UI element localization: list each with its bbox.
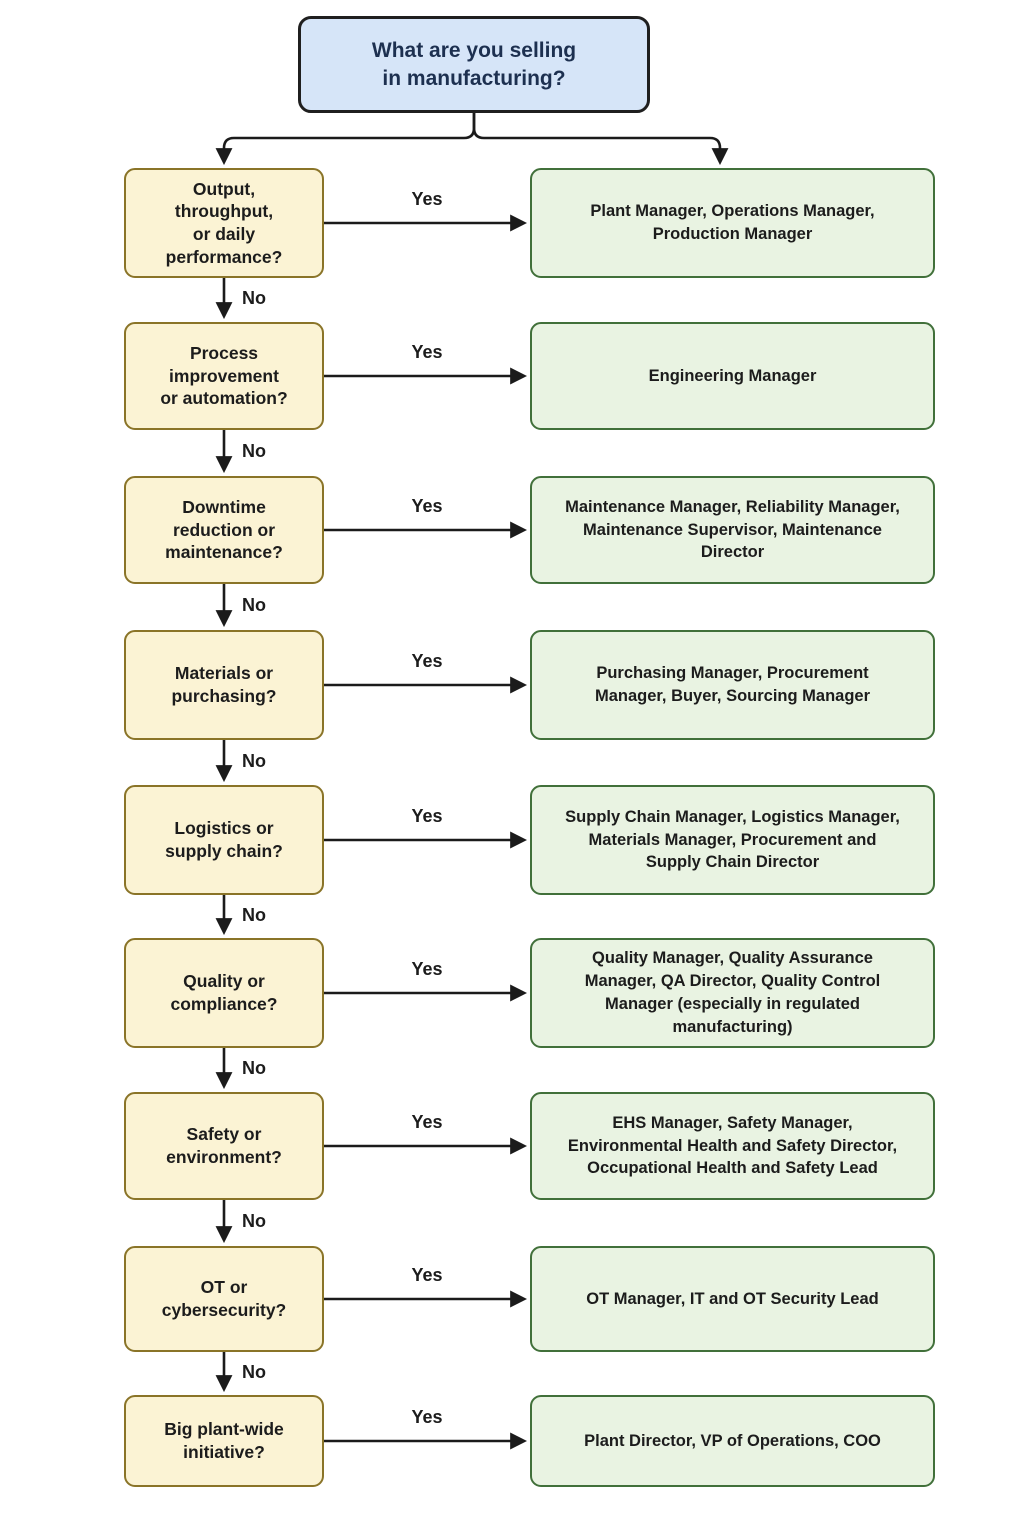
question-text: Process improvement or automation? (160, 342, 288, 409)
question-text: Materials or purchasing? (171, 663, 277, 706)
no-label: No (242, 1361, 266, 1382)
result-text: Engineering Manager (648, 366, 817, 385)
root-question-box: What are you selling in manufacturing? (298, 16, 650, 113)
result-box-4: Purchasing Manager, Procurement Manager,… (530, 630, 935, 740)
result-text: Plant Director, VP of Operations, COO (584, 1431, 881, 1450)
question-box-2: Process improvement or automation? (124, 322, 324, 430)
result-box-1: Plant Manager, Operations Manager, Produ… (530, 168, 935, 278)
no-label: No (242, 750, 266, 771)
result-box-3: Maintenance Manager, Reliability Manager… (530, 476, 935, 584)
no-label: No (242, 595, 266, 615)
no-label: No (242, 288, 266, 308)
question-text: Safety or environment? (166, 1124, 282, 1167)
no-label: No (242, 1058, 266, 1078)
question-text: Output, throughput, or daily performance… (165, 178, 283, 267)
question-box-6: Quality or compliance? (124, 938, 324, 1048)
result-box-2: Engineering Manager (530, 322, 935, 430)
result-text: Purchasing Manager, Procurement Manager,… (594, 664, 871, 705)
question-text: Quality or compliance? (170, 971, 278, 1014)
question-box-5: Logistics or supply chain? (124, 785, 324, 895)
result-text: OT Manager, IT and OT Security Lead (586, 1289, 879, 1308)
question-box-8: OT or cybersecurity? (124, 1246, 324, 1352)
yes-label: Yes (411, 1112, 443, 1132)
question-box-3: Downtime reduction or maintenance? (124, 476, 324, 584)
root-question-text: What are you selling in manufacturing? (371, 39, 577, 90)
yes-label: Yes (411, 806, 443, 826)
yes-label: Yes (411, 189, 443, 209)
branch-no-arrow (215, 113, 476, 166)
question-text: Big plant-wide initiative? (164, 1419, 284, 1462)
question-text: OT or cybersecurity? (161, 1277, 287, 1320)
yes-label: Yes (411, 496, 443, 516)
question-text: Downtime reduction or maintenance? (165, 496, 283, 563)
question-text: Logistics or supply chain? (165, 818, 283, 861)
question-box-9: Big plant-wide initiative? (124, 1395, 324, 1487)
question-box-1: Output, throughput, or daily performance… (124, 168, 324, 278)
question-box-7: Safety or environment? (124, 1092, 324, 1200)
branch-yes-arrow (472, 113, 729, 166)
result-text: Maintenance Manager, Reliability Manager… (565, 497, 900, 562)
result-box-6: Quality Manager, Quality Assurance Manag… (530, 938, 935, 1048)
no-label: No (242, 441, 266, 461)
result-box-5: Supply Chain Manager, Logistics Manager,… (530, 785, 935, 895)
result-text: Plant Manager, Operations Manager, Produ… (590, 202, 875, 243)
yes-label: Yes (411, 959, 443, 979)
yes-label: Yes (411, 342, 443, 362)
no-label: No (242, 1211, 266, 1231)
result-text: Quality Manager, Quality Assurance Manag… (584, 949, 881, 1036)
result-text: EHS Manager, Safety Manager, Environment… (567, 1113, 898, 1178)
result-text: Supply Chain Manager, Logistics Manager,… (565, 807, 900, 872)
question-box-4: Materials or purchasing? (124, 630, 324, 740)
result-box-9: Plant Director, VP of Operations, COO (530, 1395, 935, 1487)
yes-label: Yes (411, 651, 443, 671)
yes-label: Yes (411, 1407, 443, 1427)
no-label: No (242, 904, 266, 925)
yes-label: Yes (411, 1265, 443, 1285)
result-box-8: OT Manager, IT and OT Security Lead (530, 1246, 935, 1352)
result-box-7: EHS Manager, Safety Manager, Environment… (530, 1092, 935, 1200)
